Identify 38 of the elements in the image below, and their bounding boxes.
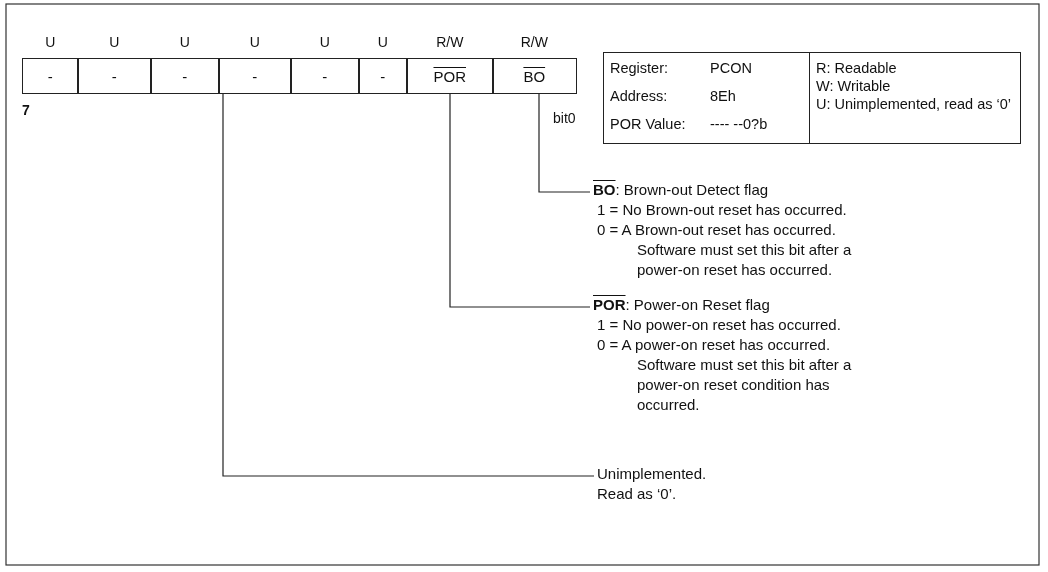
field-label: Register: <box>610 59 670 78</box>
access-type: U <box>178 34 191 50</box>
leader-line <box>449 93 591 308</box>
bit-value-description: 0 = A Brown-out reset has occurred. Software must set this bit after a power-on reset has occurred. <box>597 220 853 280</box>
access-type: R/W <box>435 34 465 50</box>
bit-cell: BO <box>492 58 577 94</box>
legend-entry: U: Unimplemented, read as ‘0’ <box>816 95 1013 113</box>
bit-cell: - <box>150 58 220 94</box>
access-type: U <box>318 34 331 50</box>
access-type: R/W <box>519 34 549 50</box>
bit-cell: - <box>77 58 152 94</box>
bit-cell: POR <box>406 58 494 94</box>
bit-description: Unimplemented. Read as ‘0’. <box>597 464 715 504</box>
bit-name-heading: POR: Power-on Reset flag <box>593 295 771 315</box>
bit-number: 7 <box>22 101 30 120</box>
access-type: U <box>248 34 261 50</box>
legend-entry: W: Writable <box>816 77 892 95</box>
access-type: U <box>376 34 389 50</box>
field-label: POR Value: <box>610 115 687 134</box>
field-value: 8Eh <box>710 87 737 106</box>
bit-cell: - <box>218 58 292 94</box>
bit-number: bit0 <box>553 109 576 128</box>
bit-name-heading: BO: Brown-out Detect flag <box>593 180 770 200</box>
bit-value-description: 1 = No power-on reset has occurred. <box>597 315 842 335</box>
legend-entry: R: Readable <box>816 59 898 77</box>
leader-line <box>538 93 591 193</box>
bit-cell: - <box>22 58 79 94</box>
bit-cell: - <box>290 58 360 94</box>
register-info-box <box>603 52 1021 144</box>
field-label: Address: <box>610 87 669 106</box>
bit-value-description: 1 = No Brown-out reset has occurred. <box>597 200 848 220</box>
field-value: PCON <box>710 59 753 78</box>
leader-line <box>222 93 595 477</box>
bit-value-description: 0 = A power-on reset has occurred. Software must set this bit after a power-on reset condition has occurred. <box>597 335 853 415</box>
access-type: U <box>108 34 121 50</box>
bit-cell: - <box>358 58 408 94</box>
field-value: ---- --0?b <box>710 115 769 134</box>
access-type: U <box>44 34 57 50</box>
